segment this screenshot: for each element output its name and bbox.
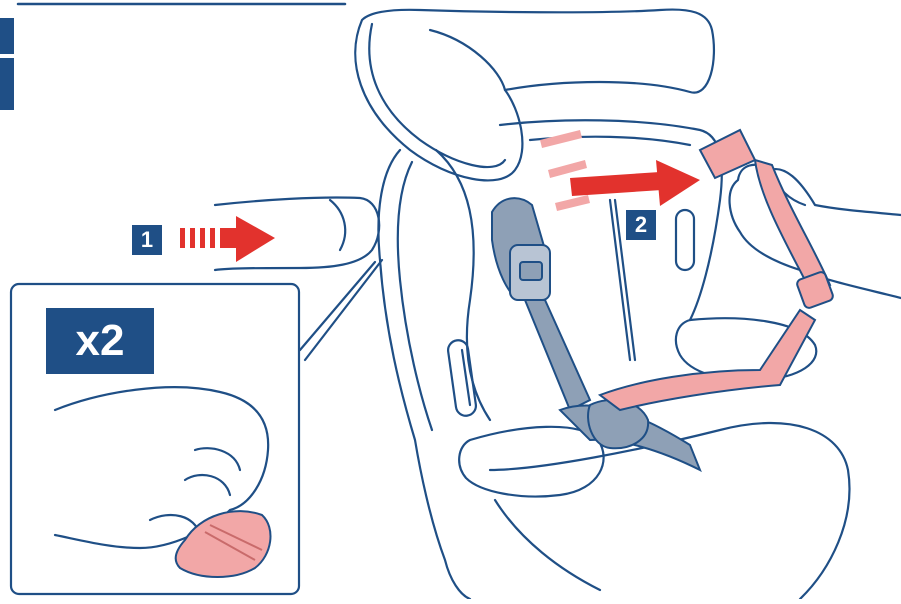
belt-slots [540,130,590,211]
repeat-count: x2 [76,316,125,366]
seat-back [378,150,470,599]
pink-belt [600,130,834,410]
pink-belt-tab [700,130,755,178]
seat-headrest [355,10,714,181]
step-number: 2 [635,212,647,238]
left-wing [436,150,490,420]
pink-belt-clip [796,271,834,309]
page-edge-tab [0,58,14,110]
arrow-1 [180,216,275,262]
page-edge-tab [0,18,14,54]
step-badge-2: 2 [626,210,656,240]
repeat-badge: x2 [46,308,154,374]
step-number: 1 [141,227,153,253]
right-belt-guide [676,210,694,270]
arrow-2 [570,160,700,206]
left-armrest [459,427,603,497]
step-badge-1: 1 [132,225,162,255]
